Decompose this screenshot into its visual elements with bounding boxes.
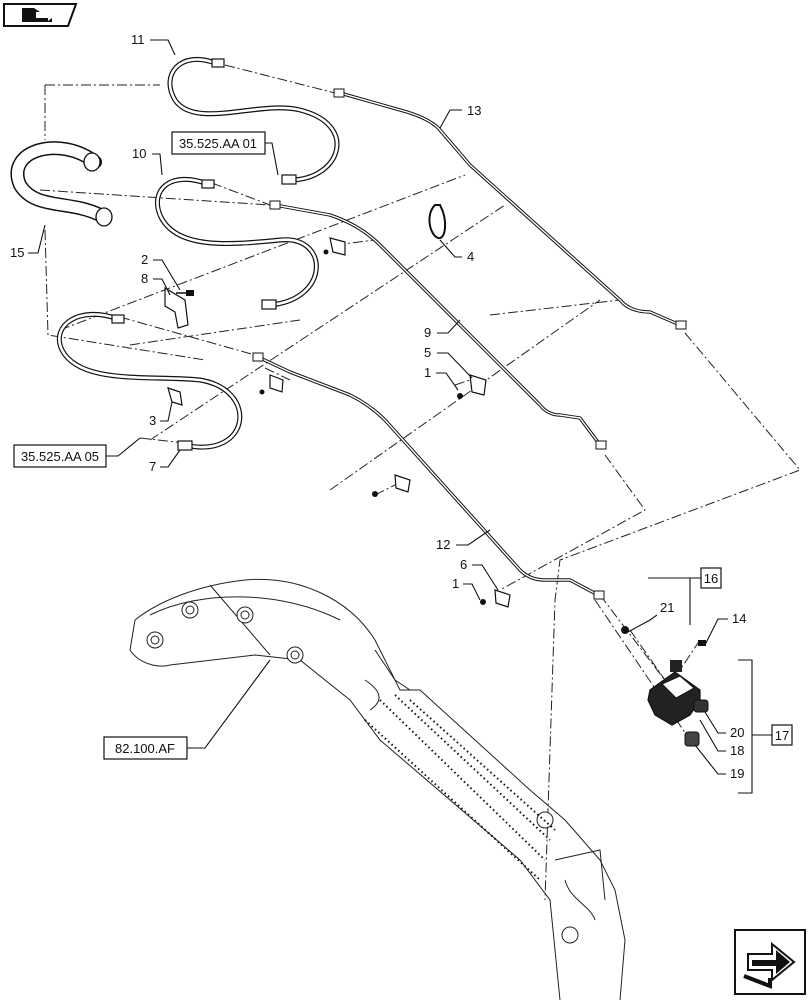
svg-text:15: 15 (10, 245, 24, 260)
svg-text:1: 1 (452, 576, 459, 591)
callout-3: 3 (149, 401, 173, 428)
bracket-5 (457, 374, 487, 399)
callout-15: 15 (10, 224, 46, 260)
bracket-6 (480, 589, 511, 608)
valve-assembly (621, 626, 709, 747)
svg-text:17: 17 (775, 728, 789, 743)
reference-label: 82.100.AF (115, 741, 175, 756)
callout-17: 17 (738, 659, 793, 794)
svg-text:6: 6 (460, 557, 467, 572)
svg-text:4: 4 (467, 249, 474, 264)
svg-text:14: 14 (732, 611, 746, 626)
reference-box-82-100-af[interactable]: 82.100.AF (103, 659, 271, 760)
folder-arrow-icon[interactable] (3, 3, 78, 27)
callout-2: 2 (141, 252, 181, 291)
reference-label: 35.525.AA 05 (21, 449, 99, 464)
svg-text:2: 2 (141, 252, 148, 267)
callout-9: 9 (424, 319, 461, 340)
bracket-small-b (259, 374, 284, 395)
svg-text:7: 7 (149, 459, 156, 474)
reference-label: 35.525.AA 01 (179, 136, 257, 151)
clip-4 (428, 204, 446, 240)
svg-text:3: 3 (149, 413, 156, 428)
svg-text:18: 18 (730, 743, 744, 758)
callout-18: 18 (699, 719, 744, 758)
svg-text:16: 16 (704, 571, 718, 586)
callout-8: 8 (141, 271, 171, 296)
callout-4: 4 (439, 239, 474, 264)
chain-lines (39, 64, 801, 901)
svg-text:10: 10 (132, 146, 146, 161)
bracket-3 (167, 387, 183, 406)
callout-1-upper: 1 (424, 365, 459, 391)
pipe-12 (252, 352, 605, 600)
svg-text:1: 1 (424, 365, 431, 380)
svg-text:13: 13 (467, 103, 481, 118)
callout-7: 7 (149, 449, 181, 474)
bracket-small-a (323, 237, 346, 256)
callout-14: 14 (704, 611, 746, 646)
bolt-2 (176, 290, 194, 296)
reference-box-35-525-aa-05[interactable]: 35.525.AA 05 (13, 437, 141, 468)
svg-text:11: 11 (131, 32, 145, 47)
callout-16: 16 (648, 567, 722, 625)
boom-arm (129, 578, 626, 1000)
callout-20: 20 (704, 711, 744, 740)
bracket-8 (164, 286, 189, 329)
hose-15 (10, 141, 113, 227)
svg-text:12: 12 (436, 537, 450, 552)
hose-10 (155, 176, 319, 310)
svg-text:21: 21 (660, 600, 674, 615)
svg-text:9: 9 (424, 325, 431, 340)
hose-7 (56, 312, 243, 451)
pipe-9 (269, 200, 607, 450)
pipe-13 (333, 88, 687, 330)
callout-12: 12 (436, 529, 491, 552)
callout-13: 13 (439, 103, 481, 129)
bracket-small-c (372, 474, 411, 497)
callout-21: 21 (627, 600, 674, 633)
callout-1-lower: 1 (452, 576, 481, 601)
svg-text:8: 8 (141, 271, 148, 286)
callout-19: 19 (694, 744, 744, 781)
hose-11 (167, 56, 340, 185)
svg-text:19: 19 (730, 766, 744, 781)
svg-text:5: 5 (424, 345, 431, 360)
next-page-arrow-icon[interactable] (734, 929, 806, 995)
svg-text:20: 20 (730, 725, 744, 740)
callout-10: 10 (132, 146, 163, 176)
callout-6: 6 (460, 557, 499, 591)
reference-box-35-525-aa-01[interactable]: 35.525.AA 01 (171, 131, 279, 176)
callout-11: 11 (131, 32, 176, 56)
callout-5: 5 (424, 345, 473, 379)
